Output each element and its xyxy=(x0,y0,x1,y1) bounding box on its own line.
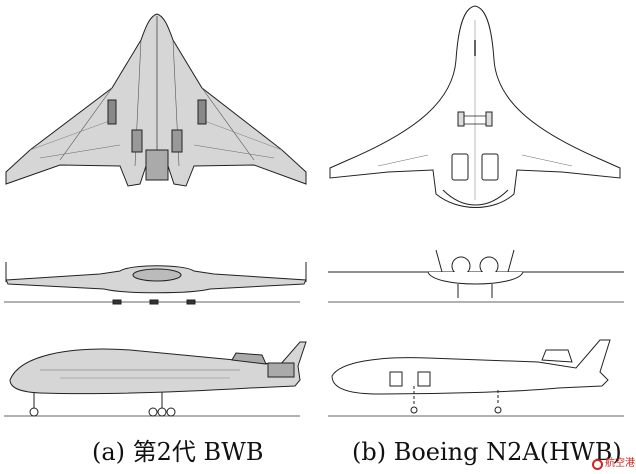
n2a-front-view xyxy=(328,249,624,303)
bwb-three-view xyxy=(4,13,307,417)
watermark-logo-icon xyxy=(592,458,603,470)
n2a-side-view xyxy=(328,339,624,417)
n2a-top-view xyxy=(329,5,621,208)
watermark: 航空港 xyxy=(592,456,635,472)
bwb-side-view xyxy=(4,341,307,417)
watermark-text: 航空港 xyxy=(605,458,635,469)
caption-a: (a) 第2代 BWB xyxy=(92,438,264,466)
caption-b: (b) Boeing N2A(HWB) xyxy=(352,438,622,466)
bwb-top-view xyxy=(5,13,307,187)
bwb-front-view xyxy=(4,262,307,305)
n2a-three-view xyxy=(328,5,624,417)
